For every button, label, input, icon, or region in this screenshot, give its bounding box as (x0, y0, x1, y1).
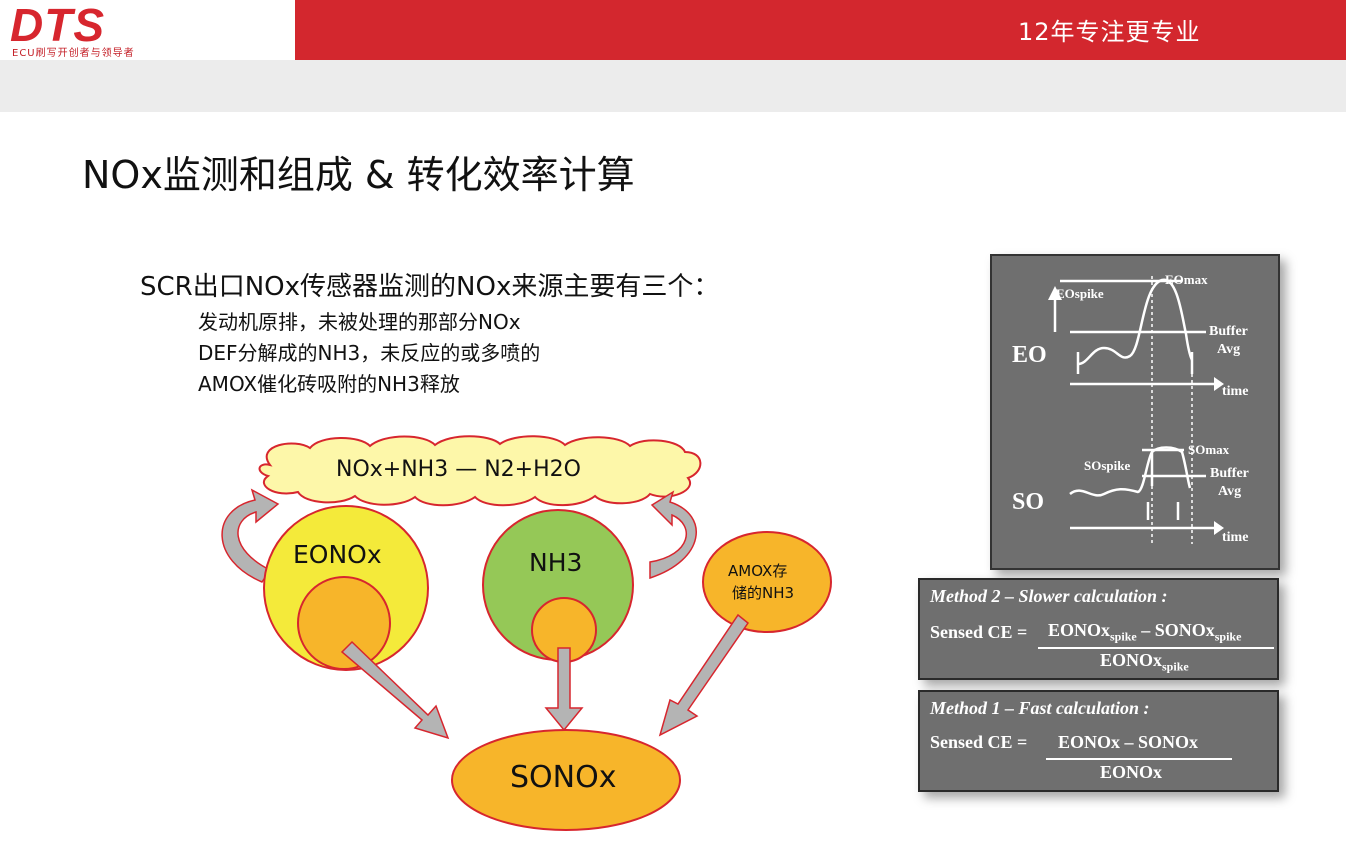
intro-item-3: AMOX催化砖吸附的NH3释放 (198, 372, 460, 396)
so-time-label: time (1222, 530, 1249, 545)
intro-lead: SCR出口NOx传感器监测的NOx来源主要有三个： (140, 272, 720, 302)
eo-so-graph (1048, 276, 1224, 544)
sonox-label: SONOx (510, 760, 617, 795)
nh3-label: NH3 (529, 548, 583, 577)
sonox-ellipse (451, 729, 681, 831)
eonox-label: EONOx (293, 540, 382, 569)
method2-fraction-bar (1038, 647, 1274, 649)
eo-time-label: time (1222, 384, 1249, 399)
method2-minus: – (1141, 620, 1151, 640)
method1-fraction-bar (1046, 758, 1232, 760)
top-bar: DTS ECU刷写开创者与领导者 12年专注更专业 (0, 0, 1346, 60)
so-max-label: SOmax (1188, 442, 1230, 457)
curved-arrow-right (649, 490, 697, 580)
method1-label: Sensed CE = (930, 732, 1028, 752)
arrow-amox-to-sonox (658, 613, 750, 737)
method2-num-b-sub: spike (1214, 629, 1242, 644)
eo-max-label: EOmax (1165, 272, 1208, 287)
page-title: NOx监测和组成 & 转化效率计算 (82, 153, 635, 197)
diagram-graphics (221, 435, 832, 831)
eo-buffer-label: Buffer (1209, 324, 1248, 339)
eo-avg-label: Avg (1217, 342, 1241, 357)
logo-subtitle: ECU刷写开创者与领导者 (12, 48, 135, 59)
arrow-eonox-to-sonox (340, 640, 450, 740)
method2-num-b: SONOx (1154, 620, 1215, 640)
curved-arrow-left (221, 488, 280, 583)
method1-denominator: EONOx (1100, 762, 1163, 782)
logo-area: DTS ECU刷写开创者与领导者 (0, 0, 295, 60)
nox-composition-diagram: NOx+NH3 — N2+H2O EONOx NH3 AMOX存 储的NH3 S… (200, 430, 850, 840)
method2-num-a-sub: spike (1110, 629, 1137, 644)
method1-numerator: EONOx – SONOx (1058, 732, 1199, 752)
method2-numerator: EONOxspike – SONOxspike (1048, 620, 1241, 645)
so-buffer-label: Buffer (1210, 466, 1249, 481)
eo-axis-label: EO (1012, 342, 1047, 368)
method2-num-a: EONOx (1048, 620, 1111, 640)
logo: DTS (10, 0, 105, 51)
eonox-spike-circle (297, 576, 391, 670)
header-band (295, 0, 1346, 60)
method2-den: EONOx (1100, 650, 1163, 670)
so-avg-label: Avg (1218, 484, 1242, 499)
intro-item-2: DEF分解成的NH3，未反应的或多喷的 (198, 341, 541, 365)
method2-title: Method 2 – Slower calculation : (930, 586, 1168, 606)
amox-circle (702, 531, 832, 633)
eo-so-graph-panel: EO EOspike EOmax Buffer Avg time SO SOsp… (990, 254, 1280, 570)
method2-denominator: EONOxspike (1100, 650, 1189, 675)
amox-label-line1: AMOX存 (728, 562, 788, 580)
so-spike-label: SOspike (1084, 458, 1131, 473)
method1-panel: Method 1 – Fast calculation : Sensed CE … (918, 690, 1279, 792)
arrow-nh3-to-sonox (544, 647, 584, 732)
slogan: 12年专注更专业 (1018, 18, 1201, 46)
intro-item-1: 发动机原排，未被处理的那部分NOx (198, 310, 521, 334)
amox-label-line2: 储的NH3 (732, 584, 795, 602)
method2-den-sub: spike (1162, 659, 1189, 674)
so-axis-label: SO (1012, 489, 1045, 515)
method2-label: Sensed CE = (930, 622, 1028, 642)
reaction-cloud (258, 435, 702, 507)
eo-spike-label: EOspike (1056, 286, 1104, 301)
sub-header-band (0, 60, 1346, 112)
method2-panel: Method 2 – Slower calculation : Sensed C… (918, 578, 1279, 680)
reaction-text: NOx+NH3 — N2+H2O (336, 457, 581, 482)
method1-title: Method 1 – Fast calculation : (930, 698, 1150, 718)
